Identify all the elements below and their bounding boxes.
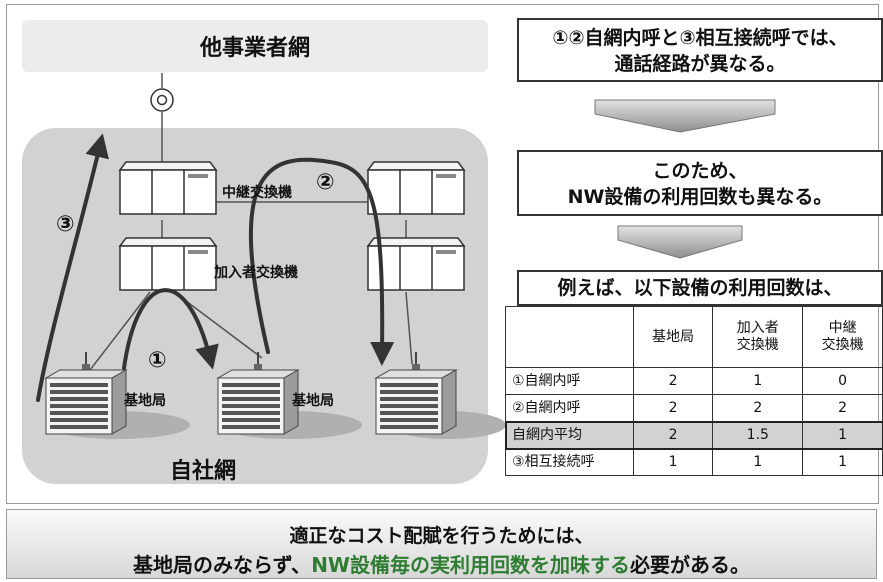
table-row: ③相互接続呼 1 1 1 <box>505 448 883 476</box>
transit-switch-label: 中継交換機 <box>222 185 292 201</box>
explanation-2-line-1: このため、 <box>652 160 748 182</box>
table-header-cell: 加入者交換機 <box>712 306 804 368</box>
table-cell: 1.5 <box>712 421 804 449</box>
table-cell: 2 <box>632 421 714 449</box>
path-1-arrow <box>122 288 219 370</box>
usage-table: 基地局 加入者交換機 中継交換機 ①自網内呼 2 1 0 ②自網内呼 2 2 2… <box>504 306 883 476</box>
base-station-2-icon <box>217 351 299 435</box>
conclusion-line-1: 適正なコスト配賦を行うためには、 <box>289 525 594 547</box>
explanation-3-text: 例えば、以下設備の利用回数は、 <box>557 277 843 299</box>
row-label: ③相互接続呼 <box>505 448 634 476</box>
header-line-1: 加入者 <box>736 320 779 336</box>
table-cell: 2 <box>632 394 714 422</box>
header-line-2: 交換機 <box>821 337 864 353</box>
table-cell: 1 <box>802 448 883 476</box>
subscriber-switch-label: 加入者交換機 <box>214 265 298 281</box>
base-station-1-icon <box>45 351 127 435</box>
table-corner-cell <box>505 306 634 368</box>
explanation-1-line-1: ①②自網内呼と③相互接続呼では、 <box>552 27 848 49</box>
table-header-cell: 基地局 <box>632 306 714 368</box>
base-station-3-icon <box>375 351 457 435</box>
marker-3: ③ <box>56 212 75 237</box>
header-line-1: 中継 <box>828 320 857 336</box>
explanation-2-line-2: NW設備の利用回数も異なる。 <box>567 186 833 208</box>
row-label: 自網内平均 <box>505 421 634 449</box>
header-line-2: 交換機 <box>736 337 779 353</box>
table-row: ②自網内呼 2 2 2 <box>505 394 883 422</box>
row-label: ②自網内呼 <box>505 394 634 422</box>
other-network-label: 他事業者網 <box>199 36 310 61</box>
table-header-row: 基地局 加入者交換機 中継交換機 <box>505 306 883 368</box>
header-line-1: 基地局 <box>652 328 695 345</box>
conclusion-highlight: NW設備毎の実利用回数を加味する <box>311 553 630 577</box>
explanation-box-1: ①②自網内呼と③相互接続呼では、 通話経路が異なる。 <box>517 18 883 82</box>
conclusion-suffix: 必要がある。 <box>630 553 750 577</box>
table-cell: 2 <box>712 394 804 422</box>
table-cell: 1 <box>802 421 883 449</box>
table-header-cell: 中継交換機 <box>802 306 883 368</box>
explanation-box-2: このため、 NW設備の利用回数も異なる。 <box>517 150 883 216</box>
explanation-1-line-2: 通話経路が異なる。 <box>614 53 786 75</box>
path-2-arrow <box>248 157 395 366</box>
conclusion-prefix: 基地局のみならず、 <box>132 553 312 577</box>
conclusion-line-2: 基地局のみならず、NW設備毎の実利用回数を加味する必要がある。 <box>7 549 876 578</box>
transit-switch-right-icon <box>367 161 465 215</box>
row-label: ①自網内呼 <box>505 367 634 395</box>
path-3-arrow <box>36 133 109 402</box>
other-network-area: 他事業者網 <box>22 20 488 72</box>
marker-2: ② <box>316 170 335 195</box>
gateway-icon <box>150 88 174 112</box>
table-row-average: 自網内平均 2 1.5 1 <box>504 420 883 450</box>
transit-switch-left-icon <box>119 161 217 215</box>
marker-1: ① <box>148 348 167 373</box>
base-station-1-label: 基地局 <box>124 393 166 409</box>
table-cell: 2 <box>802 394 883 422</box>
table-row: ①自網内呼 2 1 0 <box>505 367 883 395</box>
base-station-2-label: 基地局 <box>292 393 334 409</box>
subscriber-switch-left-icon <box>119 237 217 291</box>
table-cell: 1 <box>712 367 804 395</box>
table-cell: 1 <box>712 448 804 476</box>
table-cell: 1 <box>632 448 714 476</box>
table-cell: 0 <box>802 367 883 395</box>
explanation-box-3: 例えば、以下設備の利用回数は、 <box>517 270 883 306</box>
own-network-label: 自社網 <box>169 459 236 484</box>
conclusion-box: 適正なコスト配賦を行うためには、 基地局のみならず、NW設備毎の実利用回数を加味… <box>6 509 877 579</box>
table-cell: 2 <box>632 367 714 395</box>
